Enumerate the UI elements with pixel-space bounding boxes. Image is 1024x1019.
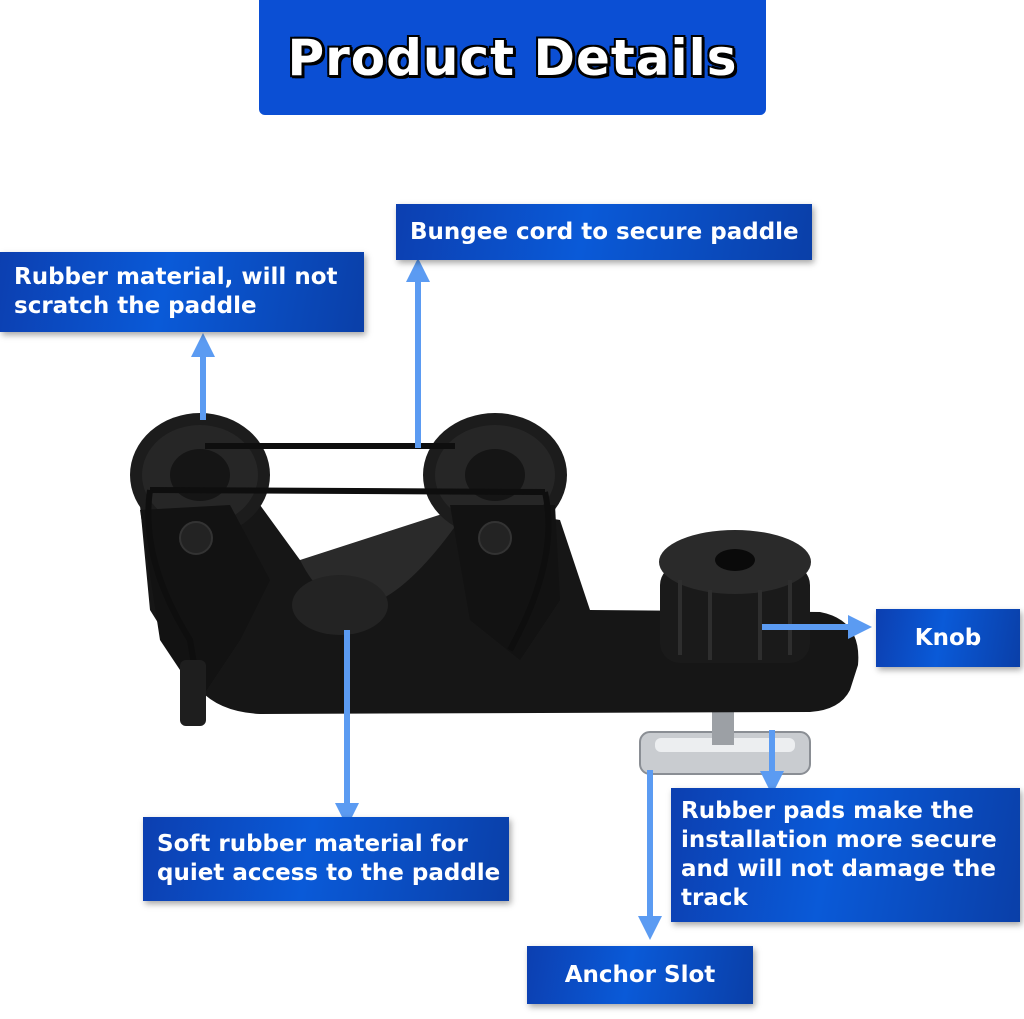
- right-side-plate: [450, 505, 560, 660]
- anchor-slot-plate: [639, 705, 811, 775]
- label-bungee-text: Bungee cord to secure paddle: [410, 218, 799, 245]
- label-anchor-slot-text: Anchor Slot: [564, 961, 716, 988]
- title-banner: Product Details: [259, 0, 766, 115]
- label-rubber-pads: Rubber pads make the installation more s…: [671, 788, 1020, 922]
- label-soft-rubber-line1: Soft rubber material for: [157, 831, 468, 857]
- left-rubber-wheel: [130, 413, 270, 537]
- label-soft-rubber-line2: quiet access to the paddle: [157, 860, 501, 886]
- label-rubber-pads-line2: installation more secure: [681, 827, 997, 853]
- left-side-plate: [140, 505, 270, 700]
- label-anchor-slot: Anchor Slot: [527, 946, 753, 1004]
- label-rubber-pads-line1: Rubber pads make the: [681, 798, 974, 824]
- knob: [659, 530, 811, 663]
- label-rubber-pads-line3: and will not damage the: [681, 856, 996, 882]
- label-bungee-cord: Bungee cord to secure paddle: [396, 204, 812, 260]
- label-rubber-material: Rubber material, will not scratch the pa…: [0, 252, 364, 332]
- page-title: Product Details: [287, 28, 738, 87]
- label-soft-rubber: Soft rubber material for quiet access to…: [143, 817, 509, 901]
- label-rubber-material-line2: scratch the paddle: [14, 293, 257, 319]
- label-rubber-material-line1: Rubber material, will not: [14, 264, 338, 290]
- bungee-cords: [145, 443, 552, 701]
- callout-arrows: [191, 258, 872, 940]
- label-rubber-pads-line4: track: [681, 885, 748, 911]
- label-knob-text: Knob: [914, 624, 982, 651]
- label-knob: Knob: [876, 609, 1020, 667]
